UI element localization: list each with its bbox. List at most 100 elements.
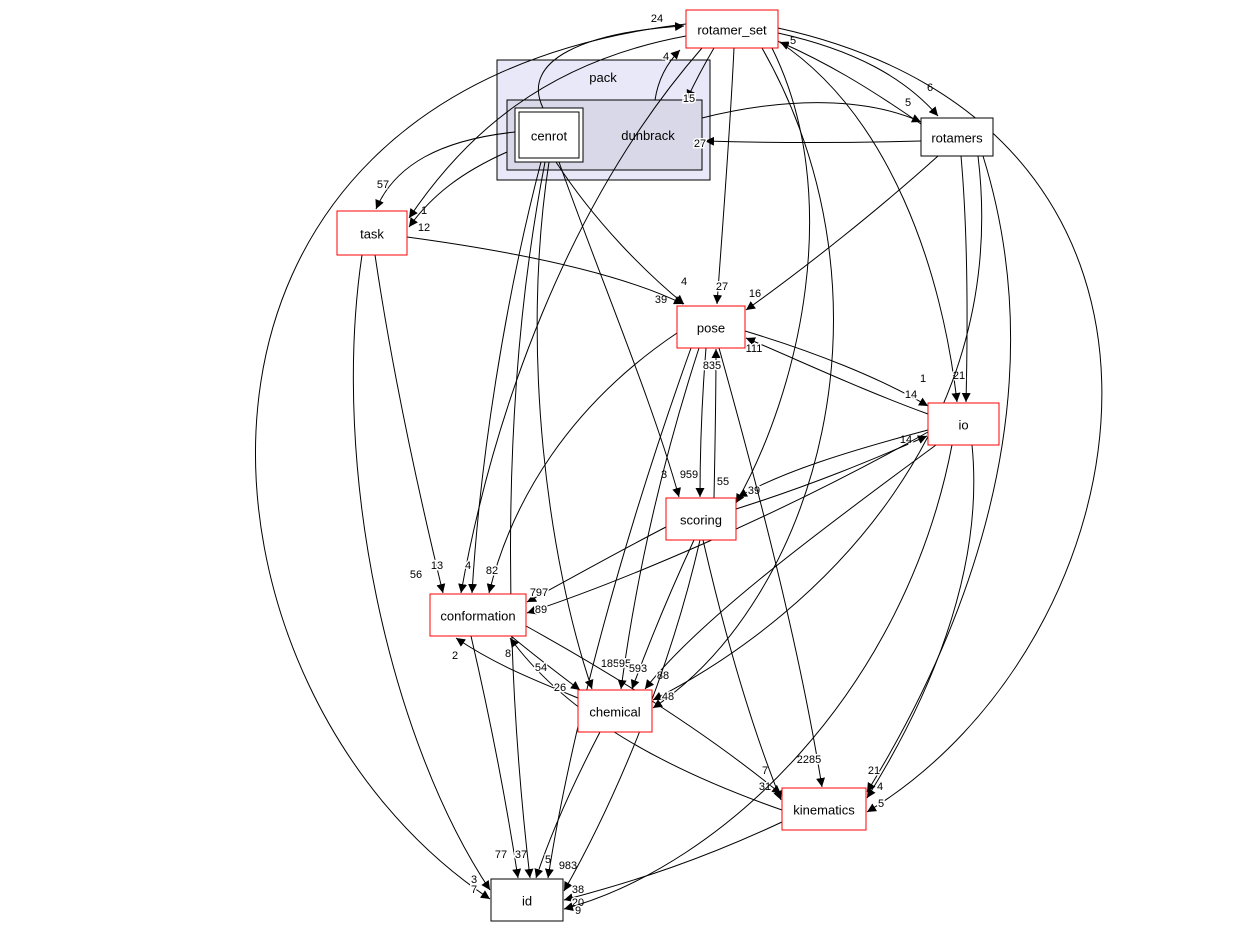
edge-dunbrack-rotamer_set xyxy=(654,49,681,101)
edge-cenrot-scoring xyxy=(558,161,681,498)
edge-io-chemical xyxy=(644,444,937,690)
edge-pose-conformation xyxy=(486,332,678,594)
node-id[interactable]: id xyxy=(490,878,564,922)
edge-rotamer_set-chemical xyxy=(652,47,834,709)
edge-label-dunbrack-task: 12 xyxy=(418,222,430,234)
node-id-label: id xyxy=(522,894,532,909)
edge-scoring-io xyxy=(735,435,928,510)
edge-io-pose xyxy=(745,337,929,415)
node-rotamers[interactable]: rotamers xyxy=(920,117,994,157)
node-pose[interactable]: pose xyxy=(676,305,746,349)
edge-label-rotamer_set-id: 7 xyxy=(471,884,477,896)
edge-label-cenrot-chemical: 26 xyxy=(554,682,566,694)
edge-rotamers-rotamer_set xyxy=(779,41,922,125)
edge-label-rotamer_set-rotamers: 6 xyxy=(927,82,933,94)
edge-scoring-id xyxy=(563,539,701,892)
edge-pose-id xyxy=(544,347,692,879)
node-io-label: io xyxy=(958,418,968,433)
edge-conformation-kinematics xyxy=(525,625,782,795)
node-cenrot-label: cenrot xyxy=(531,129,568,144)
node-cenrot[interactable]: cenrot xyxy=(514,107,584,163)
edge-kinematics-id xyxy=(563,821,783,903)
node-conformation[interactable]: conformation xyxy=(429,593,527,637)
edge-io-kinematics xyxy=(866,444,975,799)
edge-label-rotamer_set-task: 1 xyxy=(421,205,427,217)
edge-rotamer_set-scoring xyxy=(735,47,811,504)
node-chemical[interactable]: chemical xyxy=(577,689,653,733)
edge-label-rotamer_set-pose: 27 xyxy=(716,281,728,293)
node-rotamers-label: rotamers xyxy=(931,131,983,146)
edge-label-task-pose: 4 xyxy=(681,276,687,288)
edge-rotamers-dunbrack xyxy=(704,136,922,146)
edge-label-pose-kinematics: 2285 xyxy=(797,754,821,766)
node-scoring-label: scoring xyxy=(680,513,722,528)
edge-rotamer_set-io xyxy=(777,40,961,403)
edge-cenrot-pose xyxy=(555,161,685,305)
node-pose-label: pose xyxy=(697,321,725,336)
edge-rotamers-chemical xyxy=(652,155,983,701)
edge-label-kinematics-conformation: 8 xyxy=(505,648,511,660)
edge-label-conformation-chemical: 54 xyxy=(535,662,547,674)
node-conformation-label: conformation xyxy=(440,609,515,624)
edge-label-pose-conformation: 82 xyxy=(486,565,498,577)
edge-conformation-chemical xyxy=(510,635,581,691)
edge-io-id xyxy=(563,444,953,911)
edge-pose-kinematics xyxy=(718,347,826,788)
edge-label-task-conformation: 56 xyxy=(410,569,422,581)
edge-label-dunbrack-rotamers: 5 xyxy=(905,97,911,109)
edge-scoring-chemical xyxy=(630,539,695,690)
edge-rotamer_set-pose xyxy=(713,47,735,305)
edge-label-rotamers-rotamer_set: 5 xyxy=(790,35,796,47)
edge-pose-io xyxy=(744,330,929,407)
edge-rotamer_set-kinematics xyxy=(777,27,1103,813)
edge-label-pose-chemical: 185 xyxy=(601,658,619,670)
edge-conformation-id xyxy=(470,635,522,879)
edge-rotamers-pose xyxy=(745,155,939,311)
edge-rotamers-io xyxy=(960,155,971,403)
edge-label-scoring-conformation: 797 xyxy=(530,587,548,599)
edge-label-io-kinematics: 4 xyxy=(877,781,883,793)
node-chemical-label: chemical xyxy=(589,705,640,720)
edge-pose-chemical xyxy=(617,347,700,690)
edge-label-cenrot-rotamer_set: 24 xyxy=(651,13,663,25)
edge-chemical-conformation xyxy=(455,637,579,699)
edge-cenrot-task xyxy=(375,131,516,210)
node-kinematics[interactable]: kinematics xyxy=(781,787,867,831)
edge-label-cenrot-conformation: 4 xyxy=(465,560,471,572)
edge-label-scoring-kinematics: 31 xyxy=(759,781,771,793)
edge-label-pose-id: 983 xyxy=(559,860,577,872)
edge-label-rotamers-kinematics: 21 xyxy=(868,765,880,777)
edge-label-rotamer_set-chemical: 48 xyxy=(662,691,674,703)
edge-dunbrack-rotamers xyxy=(701,102,922,123)
edge-scoring-pose xyxy=(711,348,721,499)
edge-rotamer_set-dunbrack xyxy=(686,47,715,100)
edge-label-io-id: 9 xyxy=(575,905,581,917)
edge-cenrot-chemical xyxy=(536,161,594,690)
edge-label-scoring-chemical: 593 xyxy=(629,663,647,675)
edge-label-rotamers-pose: 16 xyxy=(749,288,761,300)
edge-label-conformation-kinematics: 7 xyxy=(762,765,768,777)
edge-label-io-conformation: 89 xyxy=(535,604,547,616)
edge-scoring-kinematics xyxy=(702,539,782,801)
node-rotamer_set-label: rotamer_set xyxy=(697,23,767,38)
edge-task-conformation xyxy=(374,254,446,594)
cluster-pack-label: pack xyxy=(589,70,617,85)
edge-label-io-pose: 111 xyxy=(746,343,763,355)
edge-label-dunbrack-rotamer_set: 4 xyxy=(663,51,669,63)
edge-label-cenrot-task: 57 xyxy=(377,179,389,191)
edge-label-rotamer_set-dunbrack: 15 xyxy=(683,93,695,105)
node-task[interactable]: task xyxy=(336,210,408,256)
edge-label-scoring-pose: 835 xyxy=(703,360,721,372)
edge-label-chemical-conformation: 2 xyxy=(452,650,458,662)
edge-task-id xyxy=(352,254,491,891)
edge-label-io-chemical: 95 xyxy=(619,658,631,670)
node-scoring[interactable]: scoring xyxy=(665,497,737,541)
edge-label-kinematics-id: 20 xyxy=(572,897,584,909)
node-io[interactable]: io xyxy=(927,402,1000,446)
node-rotamer_set[interactable]: rotamer_set xyxy=(685,9,779,49)
edge-pose-scoring xyxy=(695,347,707,498)
edge-label-rotamer_set-io: 1 xyxy=(920,373,926,385)
edge-label-cenrot-id: 5 xyxy=(545,854,551,866)
